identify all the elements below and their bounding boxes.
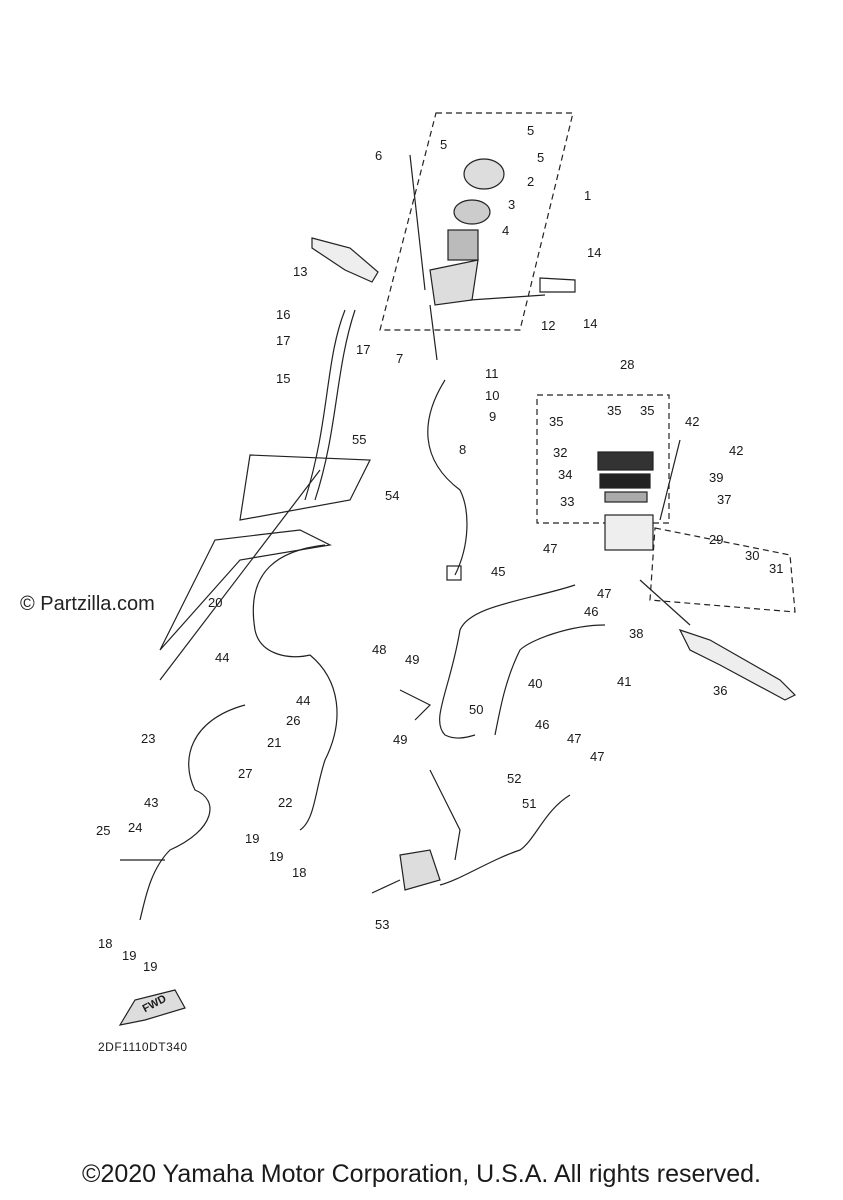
callout-label: 15 xyxy=(276,371,291,386)
callout-label: 50 xyxy=(469,702,484,717)
callout-label: 19 xyxy=(143,959,158,974)
callout-label: 12 xyxy=(541,318,556,333)
callout-label: 16 xyxy=(276,307,291,322)
callout-label: 54 xyxy=(385,488,400,503)
clamp xyxy=(539,277,576,293)
callout-label: 3 xyxy=(508,197,516,212)
brake-hose-15b xyxy=(314,309,356,501)
callout-label: 5 xyxy=(440,137,448,152)
callout-label: 46 xyxy=(584,604,599,619)
callout-label: 42 xyxy=(685,414,700,429)
callout-label: 28 xyxy=(620,357,635,372)
brake-hose-lower xyxy=(429,769,571,886)
callout-label: 48 xyxy=(372,642,387,657)
callout-label: 43 xyxy=(144,795,159,810)
callout-label: 44 xyxy=(215,650,230,665)
callout-label: 17 xyxy=(356,342,371,357)
brake-hose-40 xyxy=(494,624,606,736)
brake-hose-45 xyxy=(439,584,576,739)
callout-label: 36 xyxy=(713,683,728,698)
sensor-wire-8 xyxy=(427,379,468,576)
callout-label: 17 xyxy=(276,333,291,348)
callout-label: 55 xyxy=(352,432,367,447)
callout-label: 51 xyxy=(522,796,537,811)
diaphragm xyxy=(453,199,491,225)
callout-label: 2 xyxy=(527,174,535,189)
brake-hose-15 xyxy=(304,309,346,501)
callout-label: 14 xyxy=(583,316,598,331)
callout-label: 13 xyxy=(293,264,308,279)
callout-label: 45 xyxy=(491,564,506,579)
brake-lever-36 xyxy=(678,628,797,701)
callout-label: 20 xyxy=(208,595,223,610)
callout-label: 41 xyxy=(617,674,632,689)
callout-label: 40 xyxy=(528,676,543,691)
callout-label: 19 xyxy=(245,831,260,846)
caliper xyxy=(399,849,441,891)
callout-label: 1 xyxy=(584,188,592,203)
callout-label: 18 xyxy=(292,865,307,880)
callout-label: 52 xyxy=(507,771,522,786)
callout-label: 14 xyxy=(587,245,602,260)
callout-label: 19 xyxy=(122,948,137,963)
callout-label: 23 xyxy=(141,731,156,746)
callout-label: 37 xyxy=(717,492,732,507)
callout-label: 29 xyxy=(709,532,724,547)
callout-label: 35 xyxy=(549,414,564,429)
callout-label: 42 xyxy=(729,443,744,458)
callout-label: 38 xyxy=(629,626,644,641)
callout-label: 49 xyxy=(393,732,408,747)
callout-label: 30 xyxy=(745,548,760,563)
callout-label: 7 xyxy=(396,351,404,366)
callout-label: 25 xyxy=(96,823,111,838)
brake-hose-23 xyxy=(139,704,246,921)
assembly-box-1 xyxy=(379,112,574,331)
bracket-54 xyxy=(239,454,371,521)
callout-label: 6 xyxy=(375,148,383,163)
callout-label: 35 xyxy=(607,403,622,418)
left-grip xyxy=(311,237,379,283)
callout-label: 11 xyxy=(485,366,499,381)
callout-label: 19 xyxy=(269,849,284,864)
callout-label: 5 xyxy=(537,150,545,165)
assembly-box-28 xyxy=(536,394,670,524)
callout-label: 18 xyxy=(98,936,113,951)
callout-label: 49 xyxy=(405,652,420,667)
callout-label: 39 xyxy=(709,470,724,485)
callout-label: 9 xyxy=(489,409,497,424)
fwd-arrow xyxy=(118,989,186,1026)
callout-label: 32 xyxy=(553,445,568,460)
watermark: © Partzilla.com xyxy=(20,593,155,615)
callout-label: 26 xyxy=(286,713,301,728)
assembly-box-29 xyxy=(649,527,796,613)
callout-label: 47 xyxy=(597,586,612,601)
reservoir xyxy=(447,229,479,261)
cap xyxy=(463,158,505,190)
callout-label: 44 xyxy=(296,693,311,708)
brake-hose-44 xyxy=(299,654,338,831)
callout-label: 21 xyxy=(267,735,282,750)
callout-label: 47 xyxy=(590,749,605,764)
callout-label: 53 xyxy=(375,917,390,932)
callout-label: 34 xyxy=(558,467,573,482)
callout-label: 27 xyxy=(238,766,253,781)
callout-label: 46 xyxy=(535,717,550,732)
callout-label: 22 xyxy=(278,795,293,810)
callout-label: 4 xyxy=(502,223,510,238)
callout-label: 24 xyxy=(128,820,143,835)
callout-label: 35 xyxy=(640,403,655,418)
callout-label: 10 xyxy=(485,388,500,403)
copyright-notice: ©2020 Yamaha Motor Corporation, U.S.A. A… xyxy=(82,1160,761,1188)
callout-label: 31 xyxy=(769,561,784,576)
callout-label: 33 xyxy=(560,494,575,509)
diagram-code: 2DF1110DT340 xyxy=(98,1040,188,1054)
callout-label: 8 xyxy=(459,442,467,457)
master-cylinder xyxy=(429,259,479,306)
callout-label: 5 xyxy=(527,123,535,138)
callout-label: 47 xyxy=(543,541,558,556)
callout-label: 47 xyxy=(567,731,582,746)
brake-hose-20 xyxy=(252,544,326,658)
